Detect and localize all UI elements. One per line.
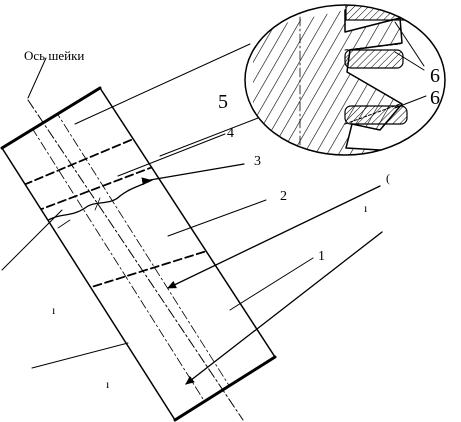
- crack-line: [44, 179, 153, 223]
- callout-1: 1: [318, 249, 325, 264]
- layer-boundary-2: [2, 161, 167, 225]
- axis-leader-line: [27, 57, 47, 99]
- leader-left-1: [1, 209, 63, 271]
- callout-tiny-3: ı: [106, 377, 110, 391]
- leader-6c: [394, 95, 427, 109]
- magnified-detail: [244, 4, 446, 156]
- specimen-body: [1, 87, 276, 421]
- arrow-upper: [167, 185, 381, 289]
- callout-small: (: [386, 171, 390, 185]
- specimen-edge-top: [0, 86, 102, 150]
- leader-1: [229, 257, 314, 311]
- leader-left-2: [31, 342, 129, 369]
- leader-5: [74, 43, 251, 125]
- leader-2: [167, 199, 267, 237]
- callout-3: 3: [254, 154, 261, 169]
- leader-6a: [394, 21, 425, 67]
- inner-axis-line-1: [54, 109, 236, 396]
- callout-6b: 6: [430, 87, 440, 109]
- leader-5b: [159, 117, 259, 157]
- particle-2: [344, 49, 404, 69]
- leader-6b: [394, 51, 425, 71]
- journal-axis-line: [27, 99, 244, 421]
- crack-branch: [57, 197, 101, 229]
- layer-boundary-1: [2, 131, 151, 195]
- axis-label: Ось шейки: [24, 48, 84, 63]
- arrow-lower: [185, 231, 383, 385]
- leader-4: [117, 133, 226, 177]
- callout-2: 2: [280, 189, 287, 204]
- leader-3: [141, 163, 245, 186]
- particle-3: [344, 105, 408, 125]
- callout-tiny-1: ı: [364, 201, 368, 215]
- callout-5: 5: [218, 91, 228, 113]
- callout-6: 6: [430, 65, 440, 87]
- inner-axis-line-2: [31, 127, 211, 411]
- callout-4: 4: [227, 126, 234, 141]
- specimen-edge-bottom: [173, 355, 277, 422]
- callout-tiny-2: ı: [52, 303, 56, 317]
